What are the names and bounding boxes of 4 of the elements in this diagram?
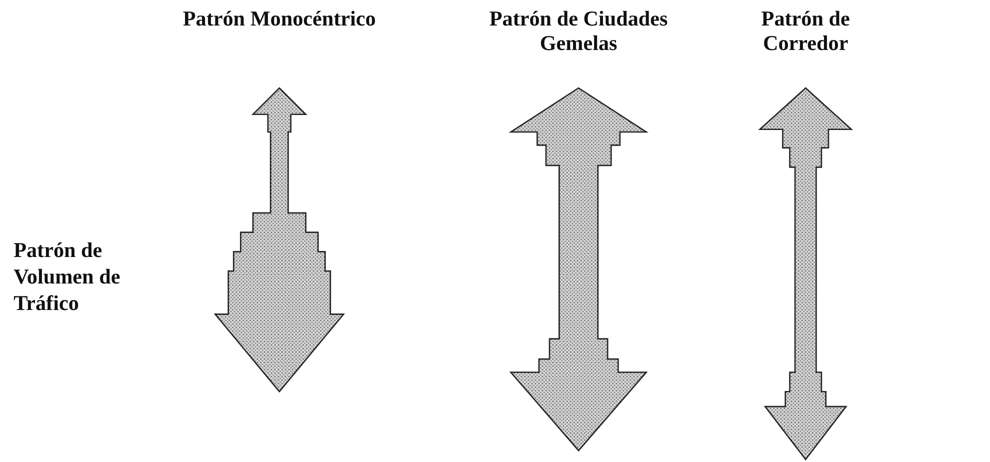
row-label: Patrón de Volumen de Tráfico — [14, 238, 122, 317]
pattern-heading: Patrón Monocéntrico — [182, 7, 376, 32]
pattern-heading: Patrón de Ciudades Gemelas — [488, 7, 669, 56]
pattern-heading: Patrón de Corredor — [760, 7, 851, 56]
